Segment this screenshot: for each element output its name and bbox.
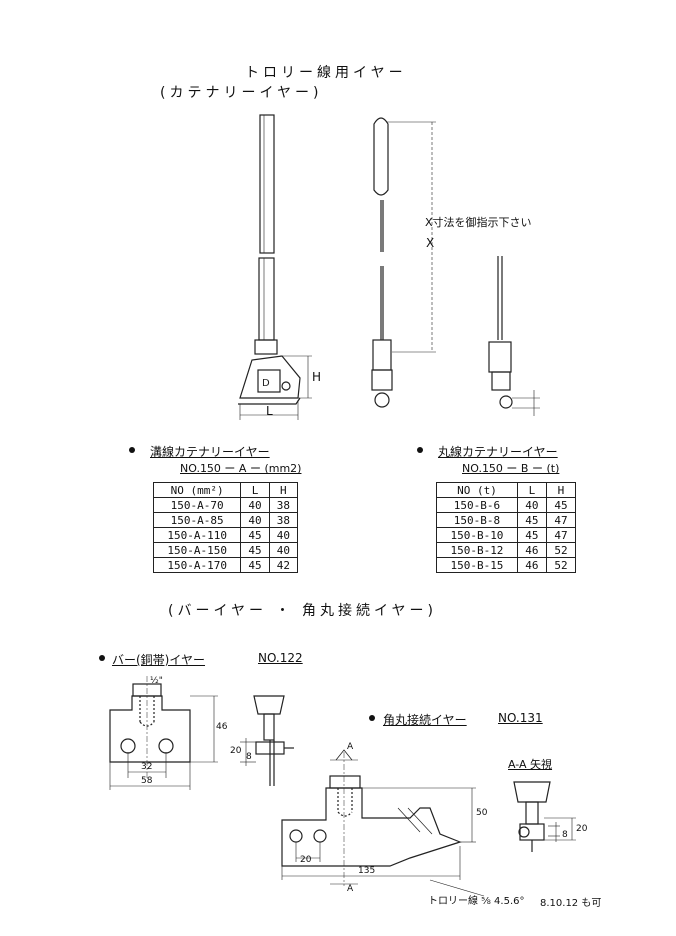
cell: 45 [516, 512, 547, 528]
cell: 40 [268, 542, 299, 558]
trolley-wire-note: トロリー線 ⅝ 4.5.6° [428, 896, 525, 907]
cell: 150-B-8 [436, 512, 518, 528]
bar-ear-side-view [240, 695, 294, 786]
dim-label: 46 [216, 722, 228, 732]
cell: 150-A-150 [152, 542, 242, 558]
dim-label: 58 [141, 776, 153, 786]
col-header: NO (mm²) [152, 482, 242, 498]
section2-title: (バーイヤー ・ 角丸接続イヤー) [168, 603, 437, 619]
square-catenary-code: NO.150 ー A ー (mm2) [180, 462, 302, 475]
cell: 47 [545, 527, 577, 543]
svg-text:D: D [262, 378, 270, 389]
aa-view-label: A-A 矢視 [508, 758, 553, 771]
cell: 52 [545, 542, 577, 558]
connect-ear-heading: 角丸接続イヤー [383, 713, 467, 727]
col-header: H [545, 482, 577, 498]
cell: 150-B-10 [436, 527, 518, 543]
trolley-wire-note-suffix: 8.10.12 も可 [540, 898, 602, 909]
cell: 46 [516, 542, 547, 558]
table-header-row: NO (mm²) L H [152, 482, 299, 498]
square-catenary-heading: 溝線カテナリーイヤー [150, 445, 270, 459]
cell: 45 [240, 542, 270, 558]
cell: 150-B-6 [436, 497, 518, 513]
dim-label: 32 [141, 762, 153, 772]
cell: 150-A-170 [152, 557, 242, 573]
cell: 38 [268, 497, 299, 513]
cell: 45 [516, 527, 547, 543]
cell: 45 [545, 497, 577, 513]
col-header: H [268, 482, 299, 498]
cell: 40 [516, 497, 547, 513]
col-header: L [240, 482, 270, 498]
x-dimension-note: X寸法を御指示下さい [425, 216, 532, 229]
section-a-label: A [347, 742, 354, 752]
dim-label: 20 [576, 824, 588, 834]
cell: 42 [268, 557, 299, 573]
dim-l-label: L [266, 404, 273, 418]
page-title: トロリー線用イヤー [245, 65, 407, 81]
dim-label: ½" [150, 676, 163, 686]
round-catenary-heading: 丸線カテナリーイヤー [438, 445, 558, 459]
dim-x-label: X [426, 236, 435, 250]
cell: 40 [240, 497, 270, 513]
cell: 150-B-12 [436, 542, 518, 558]
dim-label: 135 [358, 866, 376, 876]
page-subtitle: (カテナリーイヤー) [160, 85, 323, 101]
section-a-label: A [347, 884, 354, 894]
round-catenary-code: NO.150 ー B ー (t) [462, 462, 560, 475]
bar-ear-heading: バー(銅帯)イヤー [112, 653, 206, 667]
cell: 52 [545, 557, 577, 573]
square-ear-side-view [371, 117, 436, 408]
dim-label: 50 [476, 808, 488, 818]
table-header-row: NO (t) L H [436, 482, 577, 498]
dim-label: 20 [230, 746, 242, 756]
cell: 45 [240, 527, 270, 543]
connect-ear-front-view [281, 749, 485, 897]
cell: 38 [268, 512, 299, 528]
cell: 150-B-15 [436, 557, 518, 573]
dim-label: 8 [246, 752, 252, 762]
col-header: NO (t) [436, 482, 518, 498]
dim-h-label: H [312, 370, 322, 384]
dim-label: 8 [562, 830, 568, 840]
bar-ear-front-view [109, 676, 218, 790]
dim-label: 20 [300, 855, 312, 865]
round-ear-side-view [488, 256, 540, 416]
cell: 40 [240, 512, 270, 528]
cell: 150-A-110 [152, 527, 242, 543]
cell: 46 [516, 557, 547, 573]
cell: 45 [240, 557, 270, 573]
bar-ear-code: NO.122 [258, 651, 303, 665]
cell: 40 [268, 527, 299, 543]
connect-ear-code: NO.131 [498, 711, 543, 725]
col-header: L [516, 482, 547, 498]
cell: 150-A-70 [152, 497, 242, 513]
square-ear-front-view: D [238, 114, 312, 420]
cell: 150-A-85 [152, 512, 242, 528]
cell: 47 [545, 512, 577, 528]
connect-ear-aa-view [513, 781, 576, 852]
